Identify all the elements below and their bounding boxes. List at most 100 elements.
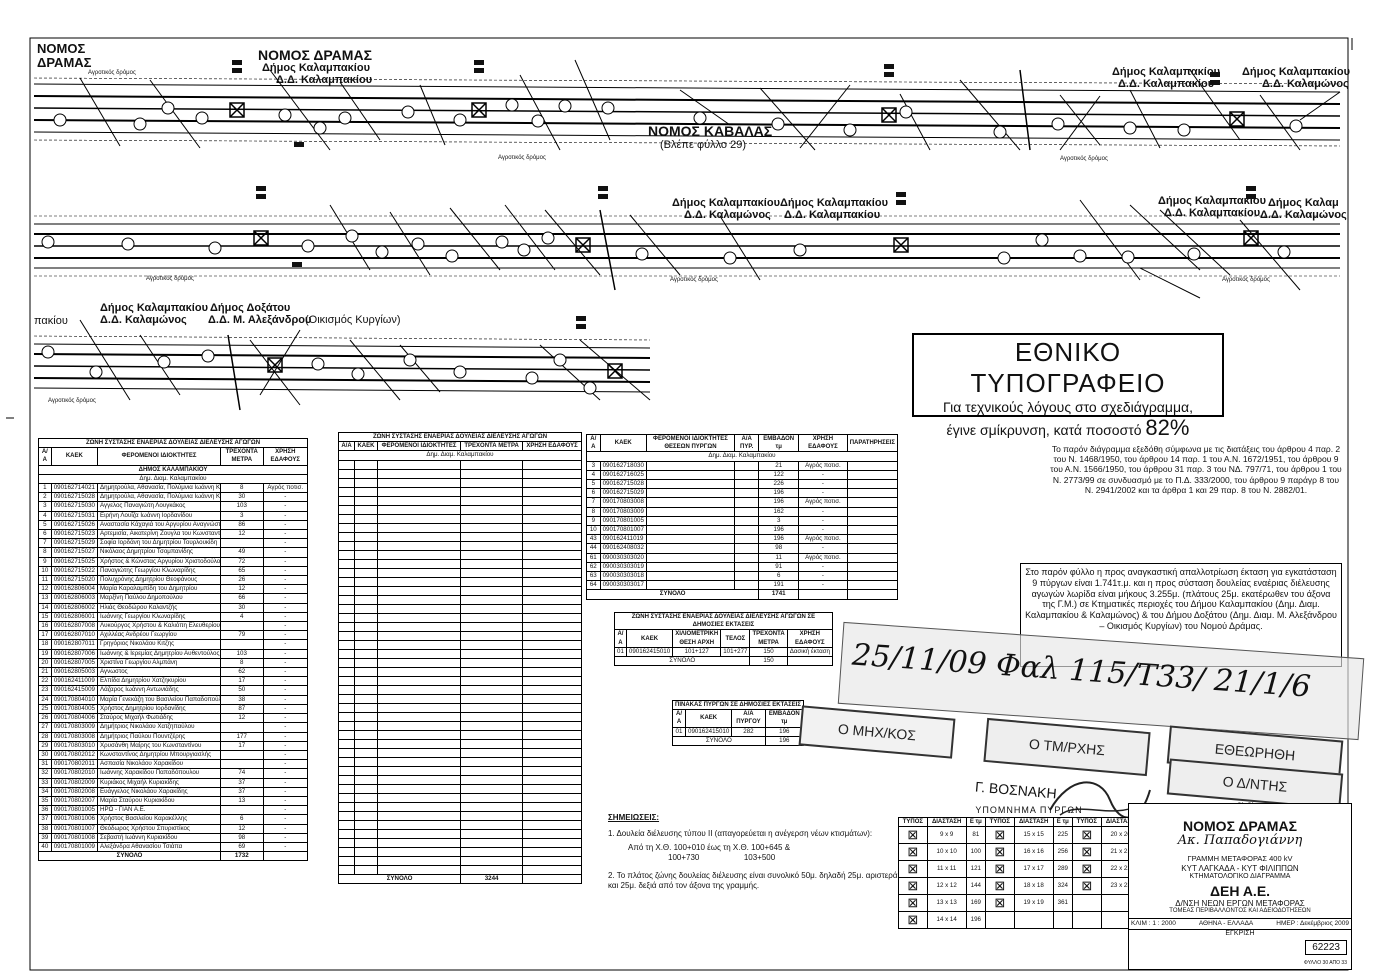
table-cell: 14	[38, 602, 52, 613]
table-cell	[460, 558, 524, 569]
table-row	[338, 495, 582, 506]
table-cell: Χρήστος Βασιλείου Καρακέλλης	[97, 814, 221, 825]
oikismos-label: (Οικισμός Κυργίων)	[305, 314, 401, 326]
table-cell	[353, 531, 378, 542]
table-cell: 5	[586, 479, 601, 490]
table-cell	[522, 756, 582, 767]
table-cell: 191	[758, 580, 800, 591]
table-cell	[338, 819, 355, 830]
sheet-border	[29, 37, 1349, 971]
column-header: ΦΕΡΟΜΕΝΟΙ ΙΔΙΟΚΤΗΤΕΣ ΘΕΣΕΩΝ ΠΥΡΓΩΝ	[645, 433, 736, 453]
road-label: Αγροτικός δρόμος	[88, 70, 136, 76]
table-cell: -	[798, 571, 848, 582]
table-cell	[376, 621, 462, 632]
table-cell	[376, 468, 462, 479]
column-header: Α/Α	[672, 709, 686, 728]
table-cell: 090170804005	[50, 703, 99, 715]
table-cell: 090162715025	[50, 556, 99, 567]
table-cell: 13	[38, 593, 52, 604]
table-cell	[645, 571, 736, 582]
table-cell: -	[798, 580, 848, 591]
table-row	[338, 621, 582, 632]
table-cell	[376, 603, 462, 614]
table-cell: Κυριάκος Μιχαήλ Κυριακίδης	[97, 777, 221, 788]
table-cell	[338, 603, 355, 614]
table-cell	[846, 497, 899, 508]
table-cell: 11	[758, 552, 800, 563]
table-cell: 196	[758, 497, 800, 508]
table-cell: -	[262, 648, 309, 659]
table-cell	[522, 819, 582, 830]
table-cell: 37	[220, 786, 264, 797]
column-header: ΕΜΒΑΔΟΝ τμ	[758, 433, 800, 453]
table-cell	[353, 819, 378, 830]
table-cell	[338, 864, 355, 875]
table-cell	[846, 488, 899, 499]
table-cell: 50	[220, 685, 264, 696]
table-cell: -	[798, 525, 848, 536]
table-cell	[376, 747, 462, 758]
title-signature: Ακ. Παπαδογιάννη	[1177, 833, 1303, 849]
table-cell: 090170802012	[50, 749, 99, 761]
section-label: ΔΗΜΟΣ ΚΑΛΑΜΠΑΚΙΟΥ	[38, 464, 308, 475]
table-cell: 090162715031	[50, 510, 99, 521]
table-cell: -	[262, 777, 309, 788]
table-cell	[460, 765, 524, 776]
table-cell: 5	[38, 519, 52, 531]
table-cell: Αναστασία Κάχαγιά του Αργυρίου Αναγνώστη	[97, 519, 221, 531]
table-cell	[338, 837, 355, 848]
table-cell: 01	[614, 646, 627, 658]
table-easement-1: ΖΩΝΗ ΣΥΣΤΑΣΗΣ ΕΝΑΕΡΙΑΣ ΔΟΥΛΕΙΑΣ ΔΙΕΛΕΥΣΗ…	[38, 437, 309, 862]
table-cell	[353, 576, 378, 587]
table-cell	[846, 543, 899, 554]
table-cell	[220, 639, 264, 650]
table-cell: 61	[586, 552, 601, 563]
table-cell: Αγρός ποτισ.	[798, 552, 848, 563]
total-label: ΣΥΝΟΛΟ	[337, 873, 462, 884]
table-cell	[338, 765, 355, 776]
table-cell	[353, 540, 378, 551]
table-cell	[522, 594, 582, 605]
tower-type-icon: ⊠	[898, 911, 928, 930]
table-cell	[353, 864, 378, 875]
table-cell	[376, 630, 462, 641]
table-row	[338, 549, 582, 560]
table-row	[338, 630, 582, 641]
table-cell	[376, 540, 462, 551]
table-cell: Αρτεμισία, Αικατερίνη Ζουγλα του Κωνσταν…	[97, 529, 221, 540]
table-cell: 162	[758, 506, 800, 517]
table-cell: Χριστίνα Γεωργίου Αλμπάνη	[97, 657, 221, 669]
table-cell	[734, 479, 760, 490]
table-cell	[460, 684, 524, 695]
table-row	[338, 567, 582, 578]
table-cell	[220, 805, 264, 816]
table-cell	[460, 621, 524, 632]
table-cell: 090170801005	[50, 805, 99, 816]
table-cell: 36	[38, 805, 52, 816]
table-cell	[645, 469, 736, 481]
table-cell: -	[262, 740, 309, 751]
table-cell	[522, 558, 582, 569]
table-cell	[460, 576, 524, 587]
column-header: ΦΕΡΟΜΕΝΟΙ ΙΔΙΟΚΤΗΤΕΣ	[376, 441, 462, 452]
table-cell	[376, 612, 462, 623]
table-cell: 090170802007	[50, 795, 99, 807]
table-cell	[338, 522, 355, 533]
table-cell	[522, 495, 582, 506]
table-cell	[734, 552, 760, 563]
table-cell	[353, 621, 378, 632]
note-item-1c: 100+730 103+500	[668, 853, 776, 862]
table-cell	[376, 729, 462, 740]
table-cell: 12	[220, 584, 264, 595]
ethniko-typografeio-banner: ΕΘΝΙΚΟ ΤΥΠΟΓΡΑΦΕΙΟ Για τεχνικούς λόγους …	[912, 333, 1224, 440]
